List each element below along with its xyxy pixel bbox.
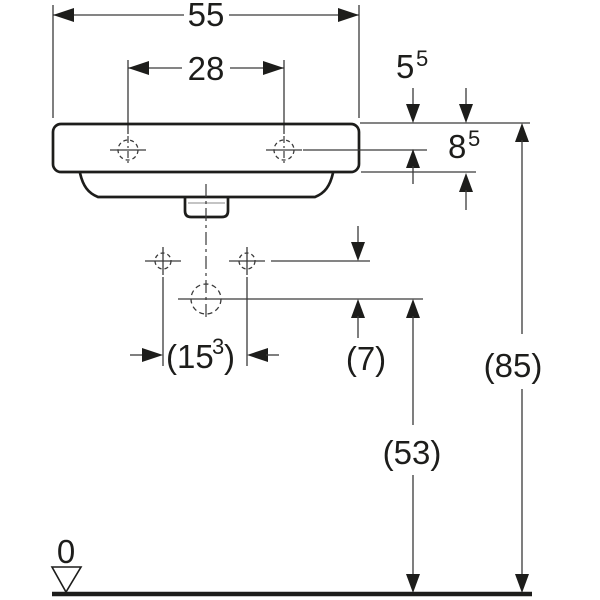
dim-fixing-to-drain: (7)	[346, 226, 386, 377]
arrowhead-right-icon	[338, 8, 359, 22]
dim-label-rim-to-tap: 5	[396, 48, 414, 85]
dim-fixing-span: (15 3 )	[130, 277, 279, 375]
reference-lines	[360, 122, 530, 173]
arrowhead-down-icon	[351, 242, 365, 261]
dim-rim-height: 8 5	[448, 88, 480, 210]
dim-floor-to-rim: (85)	[484, 123, 543, 593]
arrowhead-up-icon	[406, 299, 420, 318]
dim-label-tap-spacing: 28	[188, 50, 225, 87]
dim-tap-spacing: 28	[127, 50, 285, 134]
arrowhead-down-icon	[459, 104, 473, 123]
dim-total-width: 55	[52, 0, 360, 118]
arrowhead-down-icon	[406, 104, 420, 123]
dim-label-fixing-span-close: )	[224, 338, 235, 375]
dim-label-fixing-to-drain: (7)	[346, 340, 386, 377]
dim-label-rim-height: 8	[448, 128, 466, 165]
dim-rim-to-tap: 5 5	[396, 46, 428, 184]
arrowhead-right-icon	[142, 348, 163, 362]
datum-triangle-icon	[50, 566, 83, 594]
fixing-hole-left	[145, 247, 181, 275]
fixing-hole-right	[229, 247, 370, 275]
dim-label-fixing-span-sup: 3	[212, 334, 224, 359]
arrowhead-down-icon	[515, 574, 529, 593]
drain-outlet	[183, 184, 230, 320]
dim-label-total-width: 55	[188, 0, 225, 33]
dim-label-rim-to-tap-sup: 5	[416, 46, 428, 71]
dim-floor-to-drain: (53)	[383, 299, 442, 593]
datum-zero: 0	[50, 533, 83, 594]
arrowhead-left-icon	[247, 348, 268, 362]
arrowhead-up-icon	[459, 173, 473, 192]
basin-rim	[51, 122, 361, 174]
arrowhead-up-icon	[351, 299, 365, 318]
dim-label-floor-to-rim: (85)	[484, 347, 543, 384]
dim-label-floor-to-drain: (53)	[383, 434, 442, 471]
tap-hole-left	[110, 136, 146, 166]
datum-level-label: 0	[57, 533, 75, 570]
arrowhead-up-icon	[515, 123, 529, 142]
dim-label-fixing-span-open: (15	[166, 338, 214, 375]
dim-label-rim-height-sup: 5	[468, 126, 480, 151]
arrowhead-left-icon	[53, 8, 74, 22]
arrowhead-right-icon	[263, 61, 284, 75]
arrowhead-down-icon	[406, 574, 420, 593]
arrowhead-up-icon	[406, 149, 420, 168]
arrowhead-left-icon	[128, 61, 149, 75]
drain-hole	[178, 283, 423, 315]
tap-hole-right	[266, 136, 427, 166]
